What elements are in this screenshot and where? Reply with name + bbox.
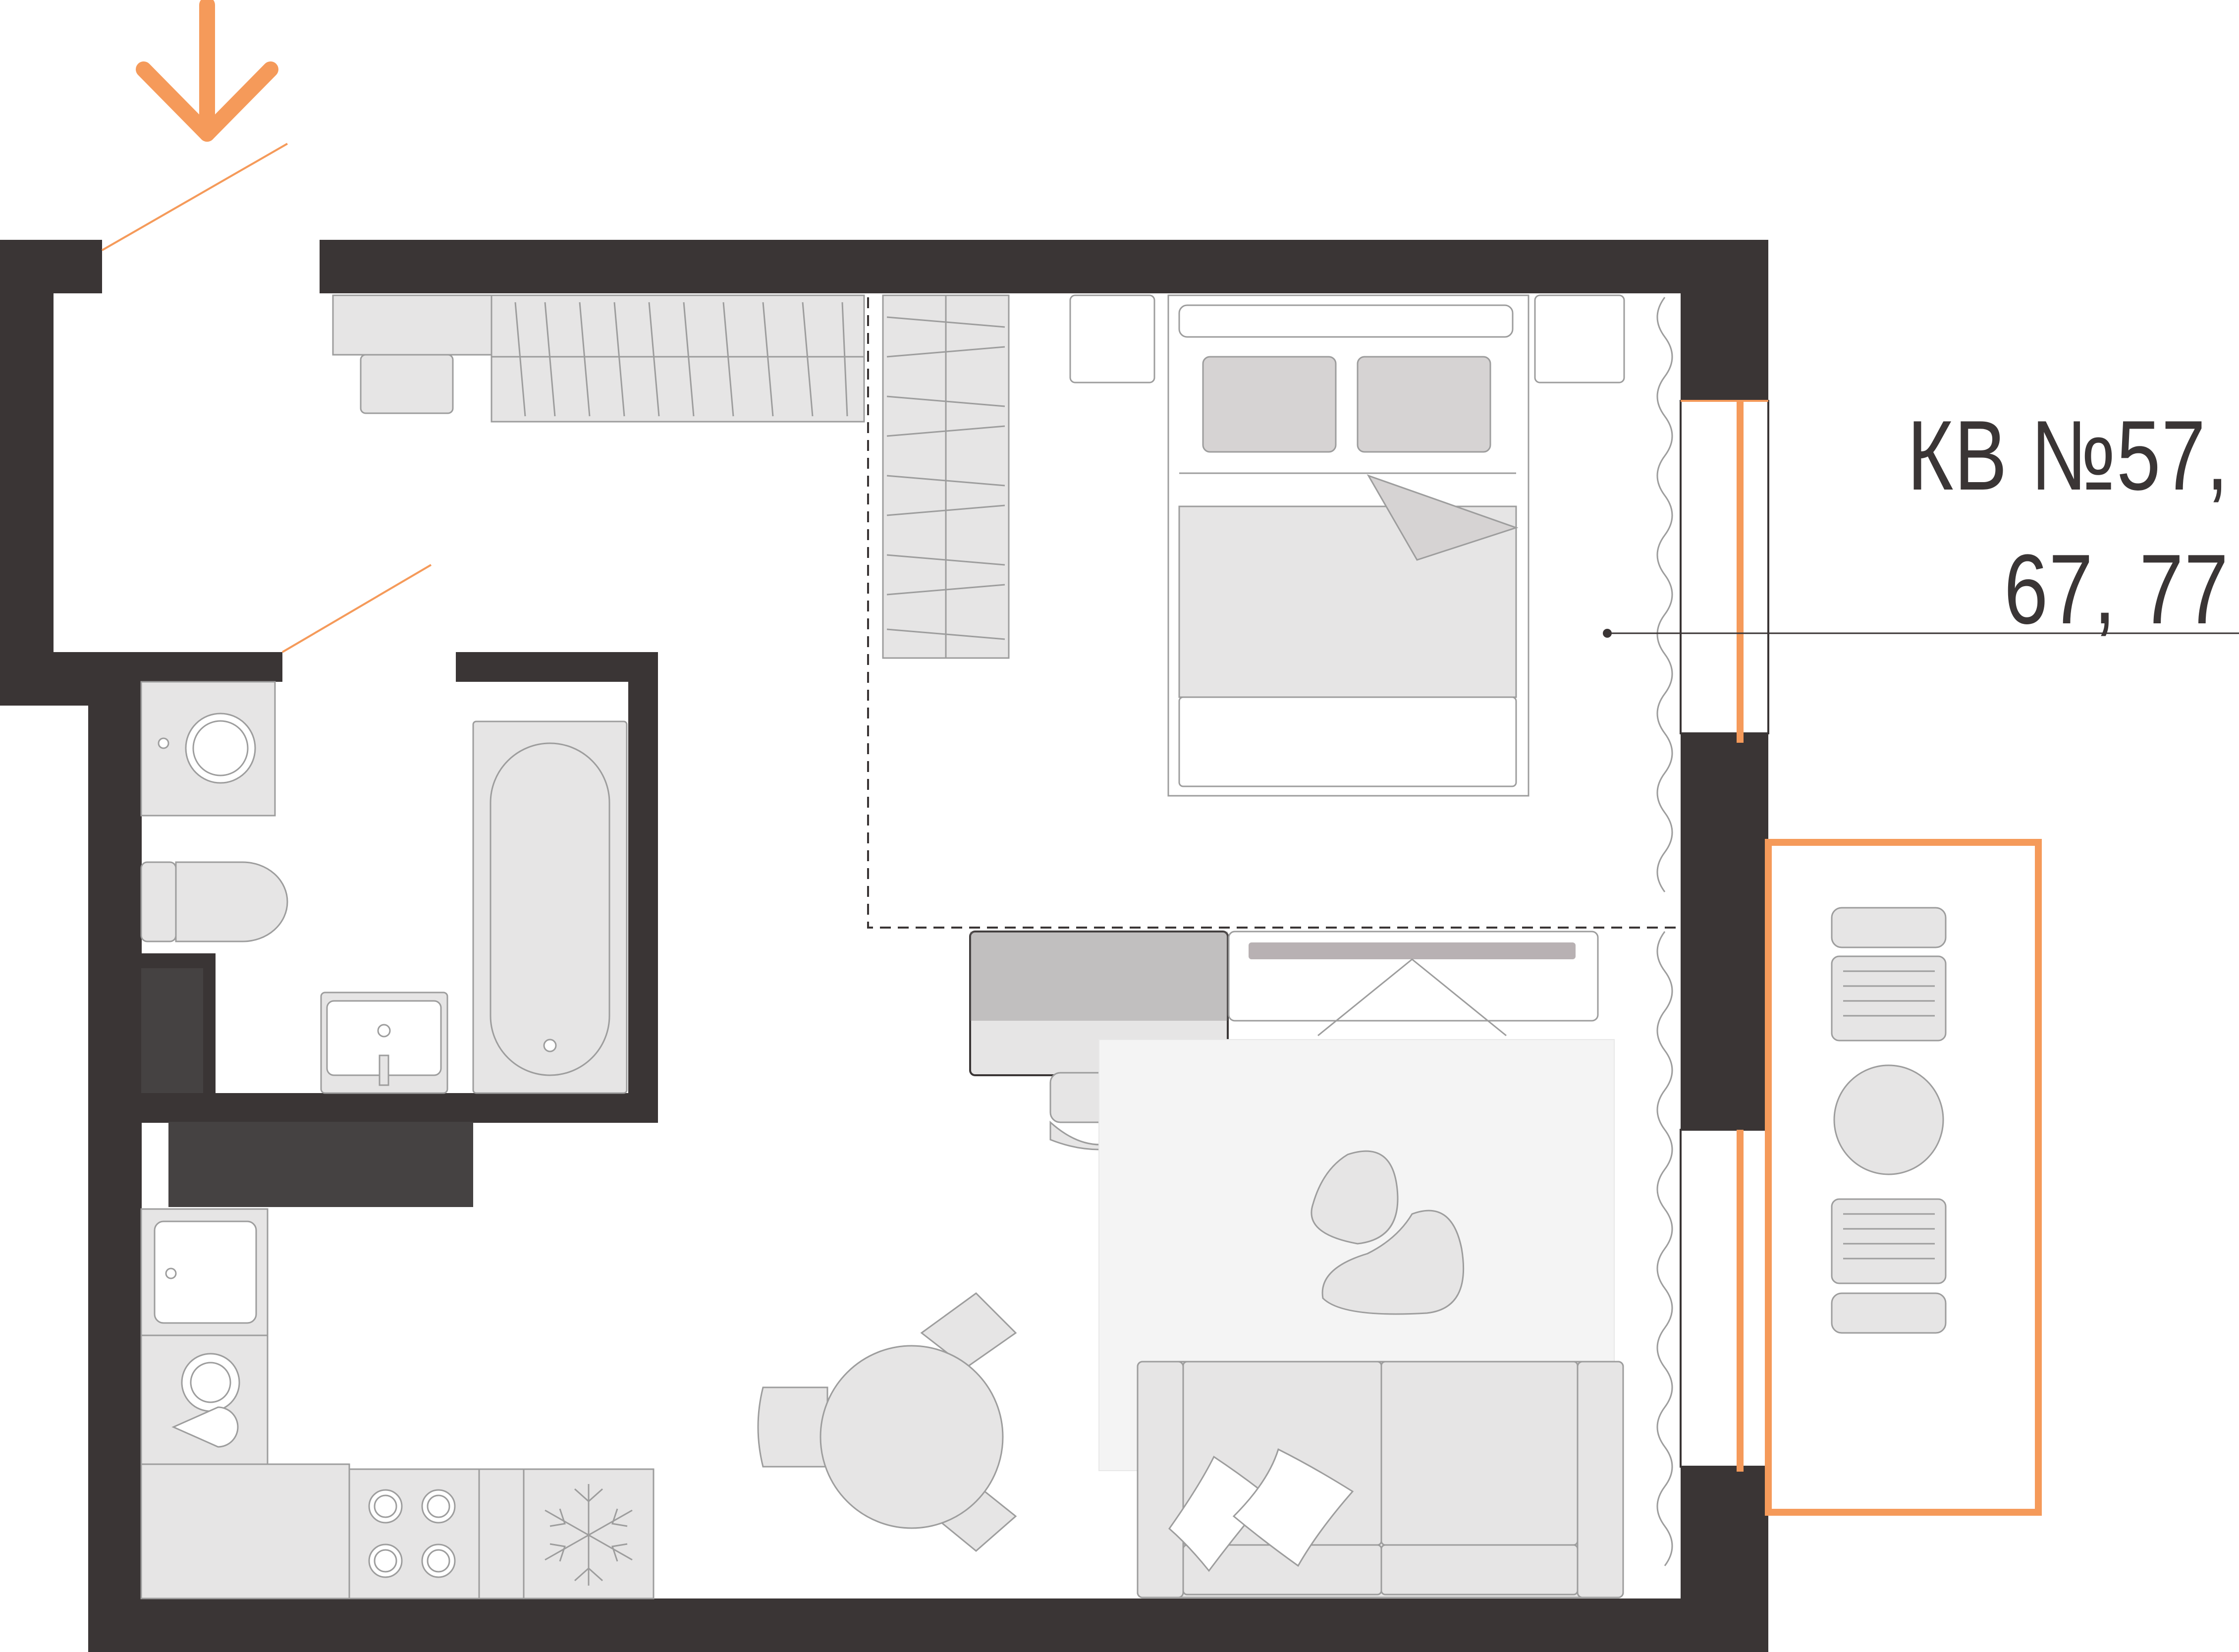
snowflake-icon bbox=[545, 1484, 633, 1586]
balcony bbox=[1765, 839, 2042, 1516]
door-swing-bathroom bbox=[281, 564, 432, 653]
walls bbox=[0, 240, 1768, 1652]
label-leader bbox=[1603, 629, 2239, 638]
sofa bbox=[1137, 1361, 1624, 1598]
stove-burner-icon bbox=[368, 1489, 456, 1578]
hallway-wardrobe bbox=[332, 294, 865, 423]
bed bbox=[1069, 294, 1625, 797]
entrance-arrow-icon bbox=[136, 0, 278, 142]
poufs bbox=[1311, 1150, 1465, 1315]
bedroom-wardrobe bbox=[882, 294, 1010, 659]
curtains bbox=[1656, 297, 1673, 1566]
door-swing-entrance bbox=[102, 143, 288, 251]
bathroom-fixtures bbox=[140, 681, 628, 1094]
kitchen bbox=[140, 1208, 655, 1599]
apartment-number-label: КВ №57, bbox=[1907, 400, 2229, 511]
apartment-number-label-continued: 67, 77 bbox=[2004, 534, 2229, 645]
tv-unit bbox=[1228, 931, 1599, 1037]
dining-set bbox=[757, 1292, 1017, 1552]
windows bbox=[1680, 400, 1769, 1472]
bedroom-zone-boundary bbox=[867, 297, 1681, 929]
